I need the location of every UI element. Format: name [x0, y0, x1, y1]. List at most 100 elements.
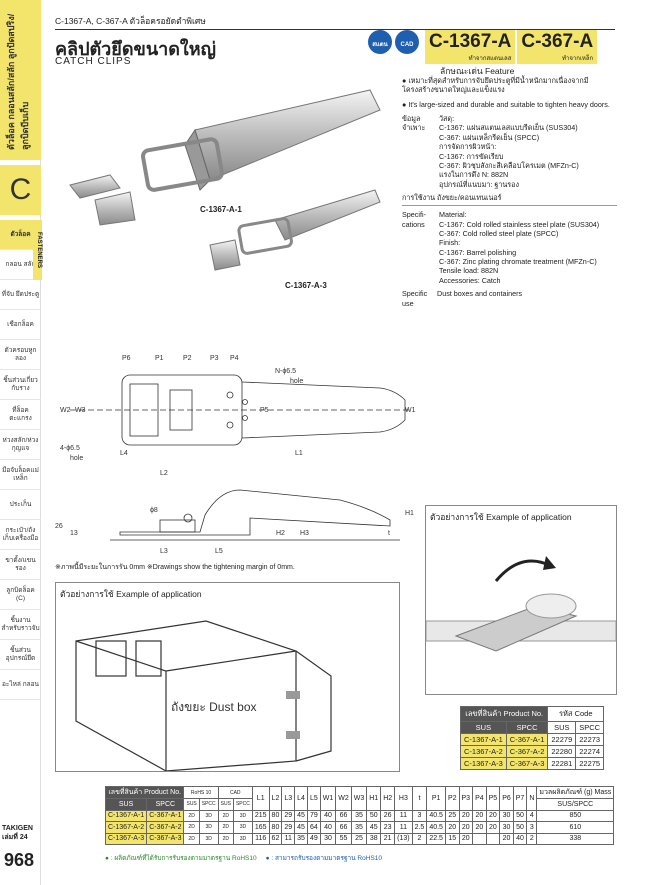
badge-icons: สแตนเลส CAD — [368, 30, 419, 78]
table-cell: 3D — [232, 832, 253, 845]
table-subheader: SUS — [460, 721, 507, 734]
table-row: C-1367-A-3 C-367-A-3 22281 22275 — [460, 757, 605, 770]
table-cell: 45 — [294, 821, 308, 834]
sidebar-item[interactable]: ที่จับ ยึดประตู — [0, 280, 41, 310]
feature-bullet-en: ● It's large-sized and durable and suita… — [402, 99, 610, 109]
spec-line: วัสดุ: — [439, 114, 455, 124]
code-text: C-1367-A — [429, 31, 512, 52]
table-cell: 2D — [217, 832, 234, 845]
table-cell: 11 — [394, 821, 413, 834]
spec-line: ถังขยะ/คอนเทนเนอร์ — [437, 192, 502, 202]
table-row: C-1367-A-1 C-367-A-1 22279 22273 — [460, 733, 605, 746]
table-header: L3 — [281, 786, 296, 811]
table-cell: 55 — [335, 832, 352, 845]
table-cell: 22274 — [575, 745, 605, 758]
table-cell: 22273 — [575, 733, 605, 746]
table-header: L4 — [294, 786, 308, 811]
drawing-note: ※ภาพนี้มีระยะในการรัน 0mm ※Drawings show… — [55, 564, 295, 571]
table-cell: 2.5 — [411, 821, 428, 834]
usage-en: Specific use Dust boxes and containers — [402, 289, 617, 308]
spec-line: Material: — [439, 210, 467, 220]
spec-line: แรงในการดึง N: 882N — [439, 170, 509, 180]
table-cell: 2 — [411, 832, 428, 845]
table-header: W3 — [350, 786, 368, 811]
page-title: คลิปตัวยึดขนาดใหญ่ — [55, 39, 216, 59]
mass-header: มวลผลิตภัณฑ์ (g) Mass — [536, 786, 615, 799]
table-cell: C-367-A-3 — [505, 757, 549, 770]
table-cell: C-1367-A-2 — [460, 745, 507, 758]
sidebar-item[interactable]: ตัวครอบหูกลอง — [0, 340, 41, 370]
table-cell: 40 — [319, 809, 337, 822]
feature-heading: ลักษณะเด่น Feature — [440, 66, 515, 76]
table-cell: 22279 — [547, 733, 577, 746]
code-sub: ทำจากเหล็ก — [562, 56, 594, 62]
dim-label: W2 — [60, 407, 71, 414]
table-cell: 22275 — [575, 757, 605, 770]
sidebar-item[interactable]: ชิ้นส่วนอุปกรณ์ยึด — [0, 640, 41, 670]
sidebar-item[interactable]: ประเก็น — [0, 490, 41, 520]
table-cell: C-367-A-3 — [146, 832, 185, 845]
table-cell: C-1367-A-1 — [460, 733, 507, 746]
table-cell: 20 — [499, 832, 514, 845]
sidebar-item[interactable]: มือจับล็อคแม่เหล็ก — [0, 460, 41, 490]
dim-label: hole — [70, 455, 83, 462]
spec-line: Tensile load: 882N — [439, 266, 499, 276]
spec-th: ข้อมูลจำเพาะ วัสดุ: C-1367: แผ่นสแตนเลสแ… — [402, 114, 617, 189]
dust-box-text: ถังขยะ Dust box — [171, 700, 257, 714]
table-header: เลขที่สินค้า Product No. — [459, 706, 549, 722]
sidebar-item[interactable]: กระเป๋า/ถังเก็บเครื่องมือ — [0, 520, 41, 550]
table-header: P7 — [512, 786, 528, 811]
photo-caption-1: C-1367-A-1 — [200, 205, 242, 214]
sidebar-item[interactable]: กลอน สลัก — [0, 250, 41, 280]
brand-text: TAKIGEN — [2, 825, 33, 832]
table-subheader: SPCC — [575, 721, 605, 734]
table-cell: 49 — [306, 832, 321, 845]
code-table: เลขที่สินค้า Product No. รหัส Code SUS S… — [459, 706, 605, 770]
table-cell: 50 — [512, 809, 528, 822]
table-cell: 62 — [268, 832, 283, 845]
technical-drawing: P6 P1 P2 P3 P4 N-ϕ6.5 hole W2 W3 P5 W1 4… — [55, 355, 416, 555]
sidebar-item[interactable]: ชิ้นงานสำหรับราวจับ — [0, 610, 41, 640]
sidebar-item[interactable]: เชือกล็อค — [0, 310, 41, 340]
sidebar-item[interactable]: ชิ้นส่วนเกี่ยวกับราง — [0, 370, 41, 400]
table-cell: 29 — [281, 821, 296, 834]
spec-line: C-1367: แผ่นสแตนเลสแบบรีดเย็น (SUS304) — [439, 123, 578, 133]
table-row: C-1367-A-2 C-367-A-2 22280 22274 — [460, 745, 605, 758]
sidebar-item[interactable]: อะไหล่ กลอน — [0, 670, 41, 700]
table-cell: 20 — [458, 809, 474, 822]
table-cell: 22281 — [547, 757, 577, 770]
table-cell: 2D — [183, 821, 200, 834]
sidebar-item[interactable]: ห่วงสลัก/ห่วงกุญแจ — [0, 430, 41, 460]
table-cell: 80 — [268, 809, 283, 822]
dim-label: P6 — [122, 355, 131, 362]
sidebar-item[interactable]: ที่ล็อค ตะแกรง — [0, 400, 41, 430]
feature-text: เหมาะที่สุดสำหรับการจับยึดประตูที่มีน้ำห… — [402, 76, 589, 95]
table-cell: 40.5 — [426, 809, 446, 822]
table-subheader: SUS — [217, 798, 234, 811]
table-cell: 40 — [319, 821, 337, 834]
table-cell: 25 — [350, 832, 368, 845]
table-header: t — [411, 786, 428, 811]
table-cell: 50 — [512, 821, 528, 834]
table-cell: 35 — [350, 821, 368, 834]
dim-label: L1 — [295, 450, 303, 457]
dim-label: P3 — [210, 355, 219, 362]
section-letter: C — [0, 165, 41, 215]
spec-label: Specific use — [402, 289, 428, 308]
table-header: N — [526, 786, 538, 811]
spec-en: Specifi-cations Material: C-1367: Cold r… — [402, 210, 617, 285]
table-header: H3 — [394, 786, 413, 811]
table-subheader: SPCC — [198, 798, 219, 811]
sidebar-item[interactable]: ขาตั้ง/แขนรอง — [0, 550, 41, 580]
table-cell: 22280 — [547, 745, 577, 758]
cad-icon[interactable]: CAD — [395, 30, 419, 54]
dim-label: W1 — [405, 407, 416, 414]
table-header: W2 — [335, 786, 352, 811]
sidebar-top-text: ตัวล็อค กลอนสลัก/สลัก ลูกปัดสปริง/ลูกบิด… — [6, 13, 30, 150]
table-cell: 850 — [536, 809, 615, 822]
dim-label: L4 — [120, 450, 128, 457]
sidebar-item[interactable]: ลูกบิดล็อค (C) — [0, 580, 41, 610]
table-cell: 20 — [485, 821, 501, 834]
dim-label: 4-ϕ6.5 — [60, 445, 80, 452]
table-cell: 15 — [444, 832, 460, 845]
